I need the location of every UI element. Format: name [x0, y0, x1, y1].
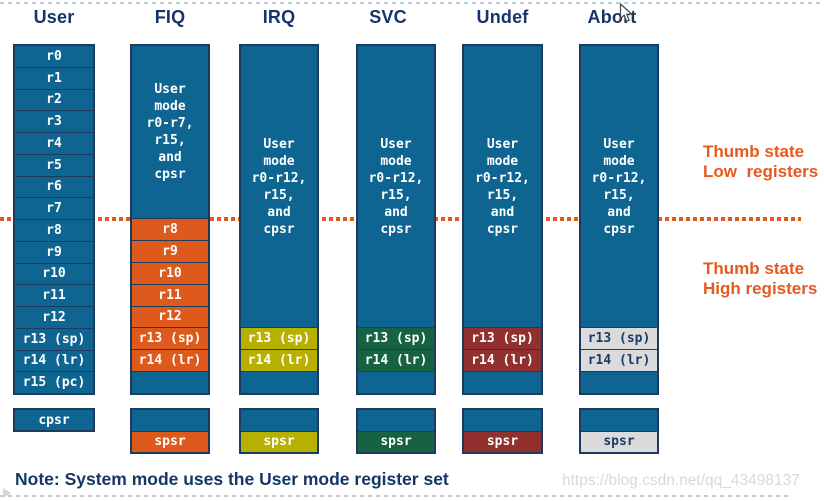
watermark-text: https://blog.csdn.net/qq_43498137	[562, 472, 800, 489]
filler-cell	[464, 410, 541, 431]
system-mode-note: Note: System mode uses the User mode reg…	[15, 469, 449, 489]
banked-register-cell: r13 (sp)	[581, 328, 657, 349]
spsr-cell: spsr	[241, 431, 317, 452]
column-title-user: User	[33, 7, 75, 27]
filler-cell	[464, 372, 541, 393]
register-cell: r4	[15, 133, 93, 154]
fiq-spsr-box: spsr	[130, 408, 210, 454]
register-cell: r5	[15, 154, 93, 176]
irq-spsr-box: spsr	[239, 408, 319, 454]
banked-register-cell: r9	[132, 240, 208, 262]
shared-registers-cell: User mode r0-r7, r15, and cpsr	[132, 46, 208, 218]
slide-bullet-triangle	[3, 488, 11, 498]
filler-cell	[241, 410, 317, 431]
shared-registers-cell: User mode r0-r12, r15, and cpsr	[581, 46, 657, 327]
svc-register-box: User mode r0-r12, r15, and cpsr r13 (sp)…	[356, 44, 436, 395]
register-cell: r13 (sp)	[15, 328, 93, 350]
column-title-fiq: FIQ	[154, 7, 186, 27]
register-cell: r7	[15, 198, 93, 219]
filler-cell	[581, 372, 657, 393]
banked-register-cell: r14 (lr)	[132, 350, 208, 372]
banked-register-cell: r14 (lr)	[464, 350, 541, 371]
register-cell: r6	[15, 176, 93, 198]
banked-register-cell: r11	[132, 284, 208, 306]
spsr-cell: spsr	[464, 431, 541, 452]
mouse-cursor-icon	[619, 3, 634, 23]
banked-register-cell: r13 (sp)	[358, 328, 434, 349]
register-cell: r9	[15, 241, 93, 263]
filler-cell	[241, 372, 317, 393]
register-cell: r14 (lr)	[15, 350, 93, 372]
shared-registers-cell: User mode r0-r12, r15, and cpsr	[241, 46, 317, 327]
abort-spsr-box: spsr	[579, 408, 659, 454]
filler-cell	[358, 410, 434, 431]
shared-registers-cell: User mode r0-r12, r15, and cpsr	[358, 46, 434, 327]
column-title-undef: Undef	[476, 7, 529, 27]
svc-spsr-box: spsr	[356, 408, 436, 454]
filler-cell	[358, 372, 434, 393]
banked-register-cell: r13 (sp)	[241, 328, 317, 349]
banked-register-cell: r14 (lr)	[358, 350, 434, 371]
abort-register-box: User mode r0-r12, r15, and cpsr r13 (sp)…	[579, 44, 659, 395]
filler-cell	[132, 410, 208, 431]
register-cell: r12	[15, 307, 93, 328]
register-cell: r3	[15, 111, 93, 132]
top-dashed-border	[0, 2, 824, 4]
register-cell: r15 (pc)	[15, 372, 93, 393]
register-cell: r1	[15, 67, 93, 89]
filler-cell	[581, 410, 657, 431]
filler-cell	[132, 372, 208, 393]
banked-register-cell: r8	[132, 219, 208, 240]
banked-register-cell: r13 (sp)	[464, 328, 541, 349]
banked-register-cell: r12	[132, 306, 208, 328]
banked-register-cell: r13 (sp)	[132, 328, 208, 350]
register-cell: r2	[15, 89, 93, 111]
cpsr-cell: cpsr	[15, 410, 93, 430]
spsr-cell: spsr	[358, 431, 434, 452]
banked-register-cell: r14 (lr)	[241, 350, 317, 371]
banked-register-cell: r14 (lr)	[581, 350, 657, 371]
fiq-register-box: User mode r0-r7, r15, and cpsr r8 r9 r10…	[130, 44, 210, 395]
register-cell: r8	[15, 220, 93, 241]
spsr-cell: spsr	[132, 431, 208, 452]
column-title-svc: SVC	[369, 7, 407, 27]
undef-spsr-box: spsr	[462, 408, 543, 454]
spsr-cell: spsr	[581, 431, 657, 452]
thumb-state-low-label: Thumb state Low registers	[703, 142, 819, 181]
column-title-irq: IRQ	[262, 7, 296, 27]
thumb-state-high-label: Thumb state High registers	[703, 259, 818, 298]
bottom-dashed-border	[0, 495, 790, 497]
column-title-abort: Abort	[587, 7, 637, 27]
register-cell: r10	[15, 263, 93, 285]
undef-register-box: User mode r0-r12, r15, and cpsr r13 (sp)…	[462, 44, 543, 395]
register-cell: r0	[15, 46, 93, 67]
irq-register-box: User mode r0-r12, r15, and cpsr r13 (sp)…	[239, 44, 319, 395]
user-register-box: r0 r1 r2 r3 r4 r5 r6 r7 r8 r9 r10 r11 r1…	[13, 44, 95, 395]
user-cpsr-box: cpsr	[13, 408, 95, 432]
shared-registers-cell: User mode r0-r12, r15, and cpsr	[464, 46, 541, 327]
register-cell: r11	[15, 285, 93, 306]
banked-register-cell: r10	[132, 262, 208, 284]
